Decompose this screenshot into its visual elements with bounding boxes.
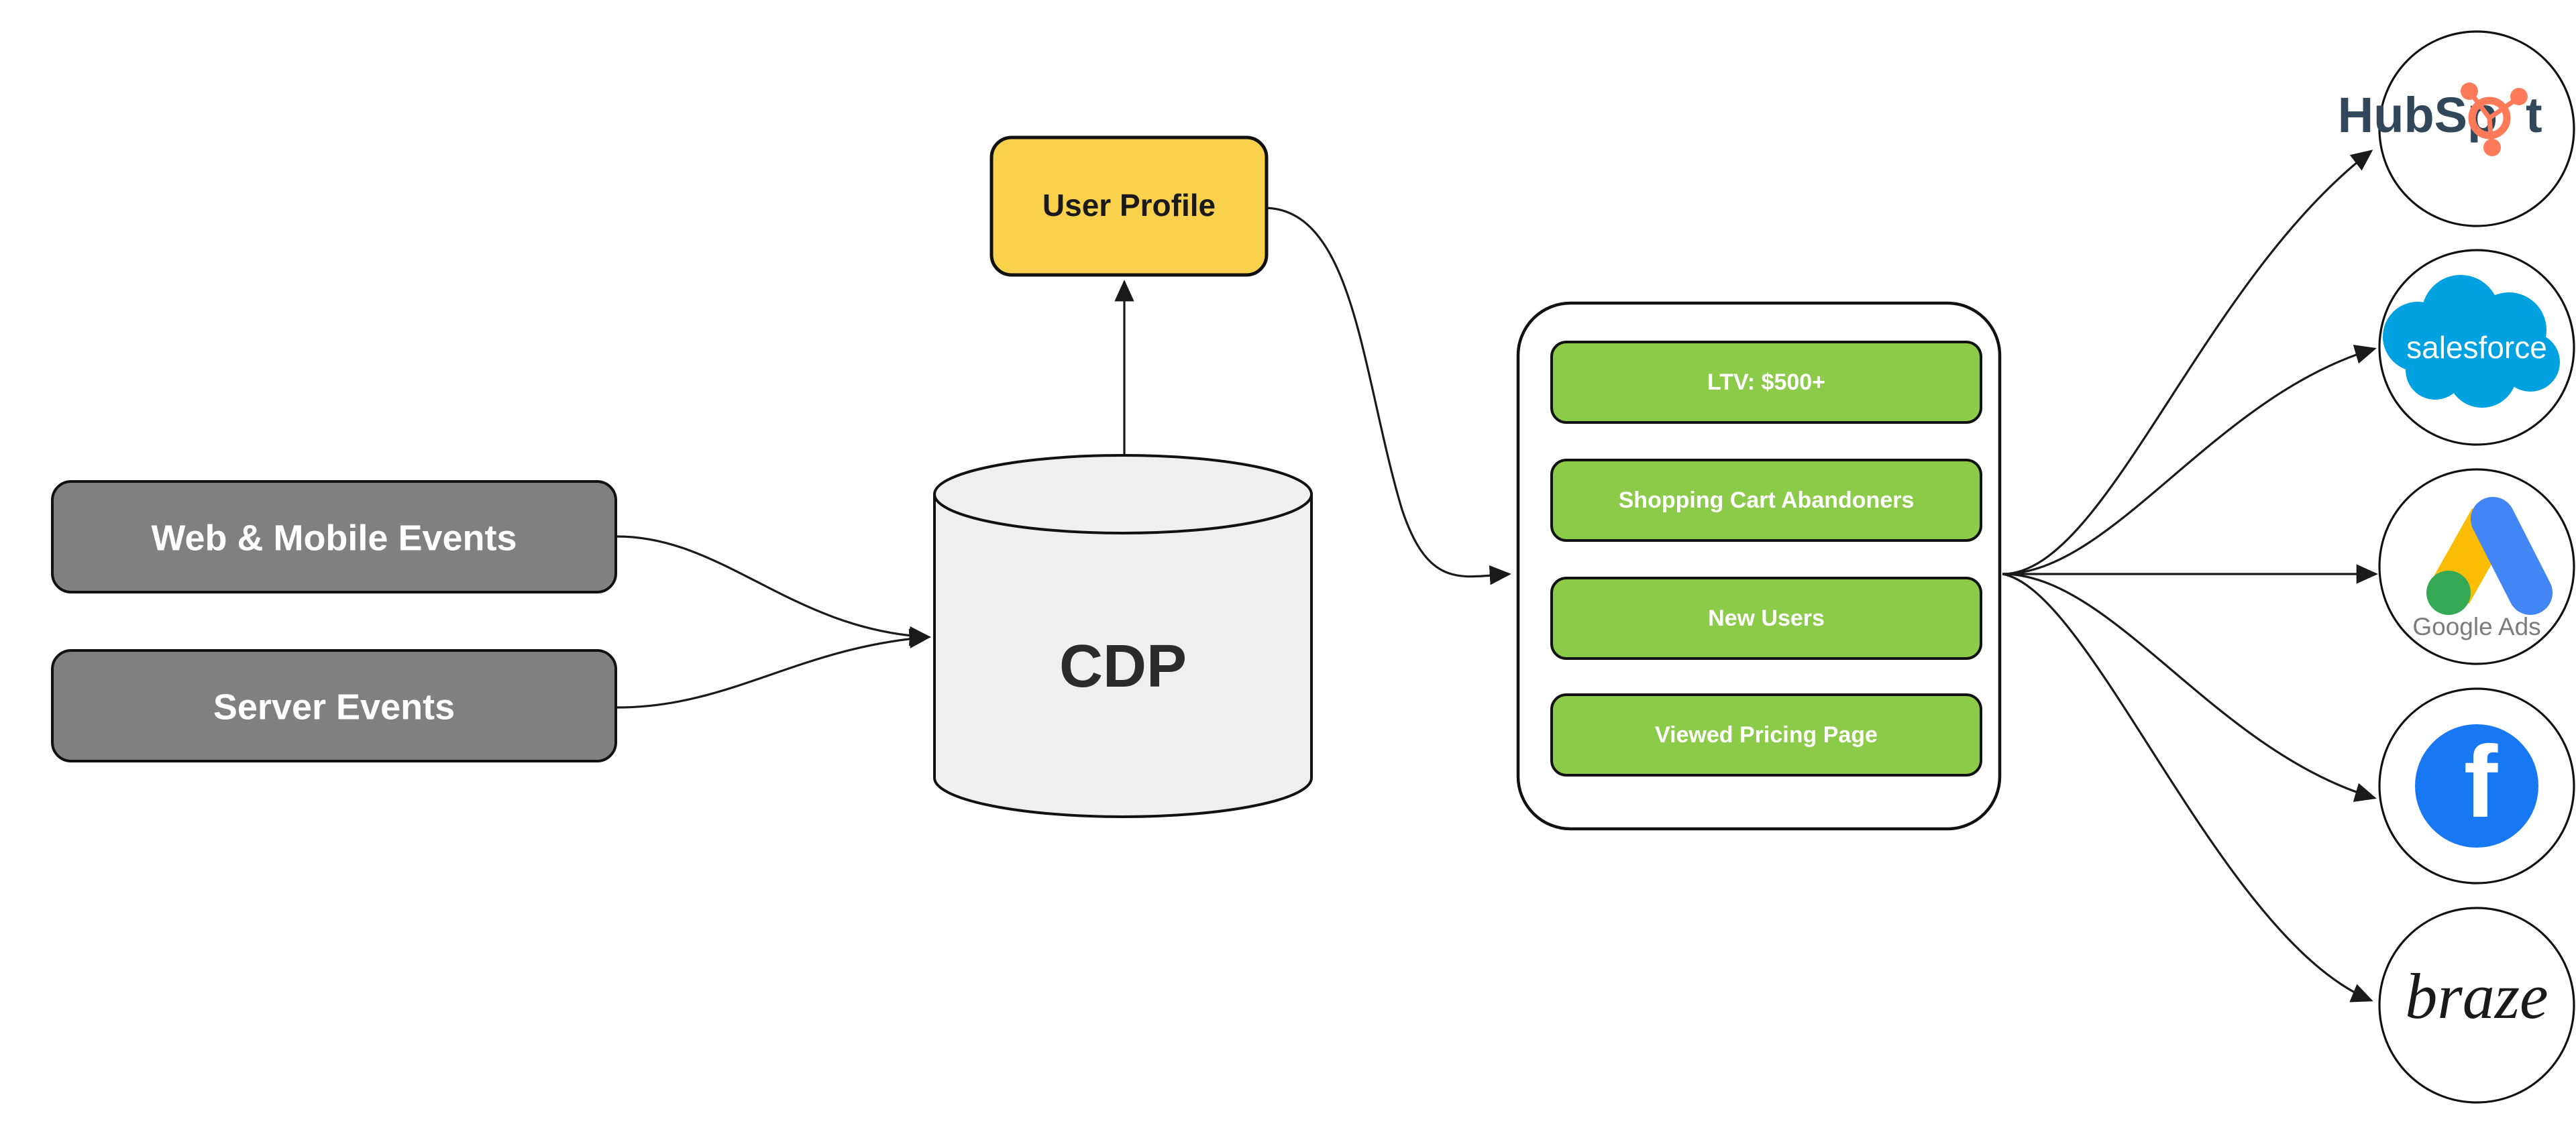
source-box-web-mobile-events[interactable] (51, 480, 617, 593)
source-label-web-mobile-events: Web & Mobile Events (151, 518, 517, 558)
segment-chip-ltv-label: LTV: $500+ (1707, 369, 1825, 395)
braze-wordmark: braze (2405, 960, 2548, 1032)
edge-profile-to-segments (1263, 207, 1511, 585)
segment-chip-cart-abandoners-label: Shopping Cart Abandoners (1619, 488, 1915, 513)
segment-chip-viewed-pricing[interactable]: Viewed Pricing Page (1550, 693, 1982, 777)
destination-node-google-ads[interactable]: Google Ads (2378, 468, 2575, 665)
segment-chip-cart-abandoners[interactable]: Shopping Cart Abandoners (1550, 459, 1982, 542)
user-profile-label: User Profile (1042, 188, 1216, 223)
cdp-label: CDP (1059, 633, 1187, 700)
segments-container[interactable]: LTV: $500+ Shopping Cart Abandoners New … (1516, 301, 2002, 831)
destination-node-salesforce[interactable]: salesforce (2378, 249, 2575, 446)
segment-chip-viewed-pricing-box[interactable] (1550, 693, 1982, 777)
segment-chip-new-users-label: New Users (1708, 606, 1825, 631)
salesforce-cloud-logo: salesforce (2383, 275, 2560, 408)
facebook-logo: f (2415, 724, 2538, 848)
facebook-wordmark: f (2464, 725, 2498, 839)
hubspot-wordmark-tail: t (2526, 87, 2542, 143)
segment-chip-viewed-pricing-label: Viewed Pricing Page (1655, 722, 1878, 748)
google-ads-logo: Google Ads (2412, 497, 2553, 640)
cdp-cylinder-node[interactable]: CDP (933, 454, 1313, 818)
destination-node-braze[interactable]: braze (2378, 907, 2575, 1104)
cdp-cylinder-body (933, 493, 1313, 818)
segment-chip-cart-abandoners-box[interactable] (1550, 459, 1982, 542)
edge-segments-to-braze (2002, 573, 2373, 1003)
destination-node-facebook[interactable]: f (2378, 687, 2575, 884)
edge-segments-to-facebook (2002, 573, 2377, 802)
hubspot-logo: HubSp t (2338, 82, 2542, 156)
segment-chip-ltv-box[interactable] (1550, 341, 1982, 424)
destination-circle-braze[interactable] (2378, 907, 2575, 1104)
facebook-circle-fill (2415, 724, 2538, 848)
user-profile-box[interactable] (989, 135, 1269, 277)
salesforce-wordmark: salesforce (2406, 330, 2547, 365)
source-node-web-mobile-events[interactable]: Web & Mobile Events (51, 480, 617, 593)
segment-chip-new-users[interactable]: New Users (1550, 577, 1982, 660)
edge-segments-to-hubspot (2002, 150, 2373, 575)
hubspot-sprocket-icon (2461, 82, 2528, 156)
cdp-cylinder-top (933, 454, 1313, 534)
google-ads-wordmark: Google Ads (2412, 613, 2540, 640)
edge-web-to-cdp (616, 535, 931, 646)
source-node-server-events[interactable]: Server Events (51, 649, 617, 762)
edge-segments-to-salesforce (2002, 345, 2377, 575)
source-label-server-events: Server Events (213, 687, 455, 727)
user-profile-node[interactable]: User Profile (989, 135, 1269, 277)
source-box-server-events[interactable] (51, 649, 617, 762)
edge-server-to-cdp (616, 628, 931, 709)
segment-chip-new-users-box[interactable] (1550, 577, 1982, 660)
destination-node-hubspot[interactable]: HubSp t (2338, 30, 2575, 227)
segment-chip-ltv[interactable]: LTV: $500+ (1550, 341, 1982, 424)
